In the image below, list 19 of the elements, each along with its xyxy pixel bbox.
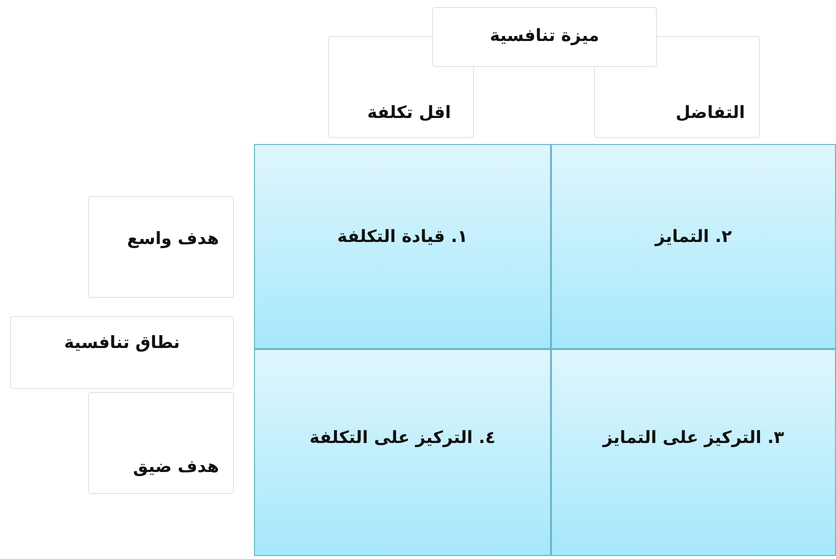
node-label: هدف ضيق <box>133 457 219 477</box>
matrix-cell <box>551 349 836 556</box>
matrix-cell <box>551 144 836 349</box>
matrix-cell <box>254 349 551 556</box>
node-label: ١. قيادة التكلفة <box>337 227 468 247</box>
node-label: هدف واسع <box>127 229 219 249</box>
label-box <box>88 392 234 494</box>
node-label: التفاضل <box>676 103 745 123</box>
node-label: اقل تكلفة <box>367 103 451 123</box>
node-label: نطاق تنافسية <box>64 333 180 353</box>
node-label: ميزة تنافسية <box>490 26 600 46</box>
label-box <box>10 316 234 389</box>
label-box <box>328 36 474 138</box>
matrix-cell <box>254 144 551 349</box>
node-label: ٣. التركيز على التمايز <box>602 428 784 448</box>
label-box <box>88 196 234 298</box>
node-label: ٢. التمايز <box>655 227 732 247</box>
label-box <box>432 7 657 67</box>
node-label: ٤. التركيز على التكلفة <box>310 428 496 448</box>
